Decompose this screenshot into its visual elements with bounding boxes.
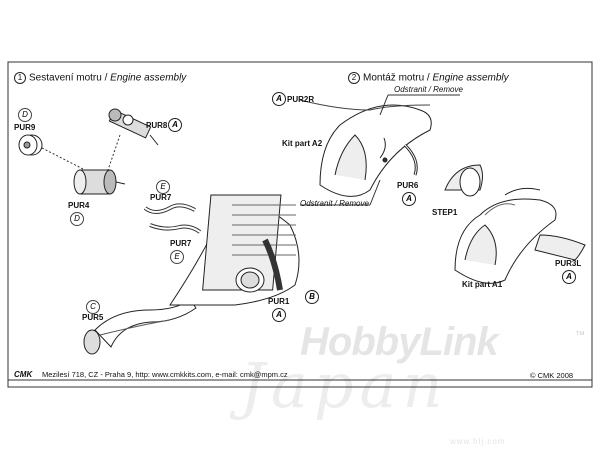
callout-d-pur4: D <box>70 212 84 226</box>
callout-a-pur8: A <box>168 118 182 132</box>
callout-b-pur1: B <box>305 290 319 304</box>
label-pur7-bottom: PUR7 <box>170 239 192 248</box>
part-pur4 <box>73 169 126 195</box>
part-pur8 <box>108 108 159 146</box>
watermark-brand: HobbyLink <box>300 320 499 364</box>
label-pur8: PUR8 <box>146 121 168 130</box>
footer-copyright: © CMK 2008 <box>530 371 574 380</box>
callout-a-pur2r: A <box>272 92 286 106</box>
label-step1: STEP1 <box>432 208 458 217</box>
part-pur9 <box>18 134 43 156</box>
step1-number: 1 <box>14 72 26 84</box>
callout-e-bottom: E <box>170 250 184 264</box>
part-kit-a2 <box>299 99 432 197</box>
label-pur9: PUR9 <box>14 123 36 132</box>
callout-e-top: E <box>156 180 170 194</box>
footer-brand-logo: CMK <box>14 370 33 379</box>
footer-address: Mezilesí 718, CZ - Praha 9, http: www.cm… <box>42 370 288 379</box>
callout-a-pur3l: A <box>562 270 576 284</box>
label-pur3l: PUR3L <box>555 259 582 268</box>
watermark-tm: ™ <box>575 330 585 341</box>
step1-title-italic: Engine assembly <box>110 72 187 84</box>
step2-title-italic: Engine assembly <box>432 72 509 84</box>
step2-title-text: Montáž motru / <box>363 72 433 84</box>
part-pur5 <box>83 289 231 355</box>
step1-title-text: Sestavení motru / <box>29 72 111 84</box>
watermark-sub: Japan <box>240 349 449 422</box>
part-pur1 <box>169 194 300 306</box>
part-pur7 <box>143 203 202 234</box>
label-pur2r: PUR2R <box>287 95 315 104</box>
label-pur4: PUR4 <box>68 201 90 210</box>
step2-number: 2 <box>348 72 360 84</box>
callout-d-pur9: D <box>18 108 32 122</box>
part-pur3l <box>534 234 586 261</box>
label-kit-a2: Kit part A2 <box>282 139 323 148</box>
part-kit-a1 <box>454 198 557 284</box>
label-pur7-top: PUR7 <box>150 193 172 202</box>
callout-a-pur1: A <box>272 308 286 322</box>
label-pur5: PUR5 <box>82 313 104 322</box>
part-step1 <box>444 164 541 197</box>
callout-c-pur5: C <box>86 300 100 314</box>
callout-a-pur6: A <box>402 192 416 206</box>
label-remove-mid: Odstranit / Remove <box>300 199 369 208</box>
label-kit-a1: Kit part A1 <box>462 280 503 289</box>
label-pur6: PUR6 <box>397 181 419 190</box>
watermark-url: www.hlj.com <box>450 437 506 446</box>
label-remove-top: Odstranit / Remove <box>394 85 463 94</box>
label-pur1: PUR1 <box>268 297 290 306</box>
